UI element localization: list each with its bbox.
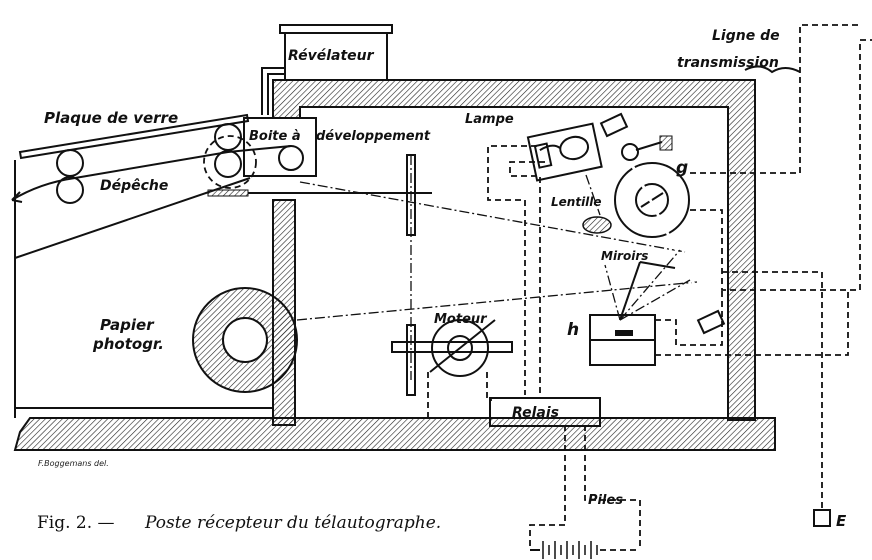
developing-box [243,117,317,177]
drive-shaft [406,154,416,396]
label-papier-1: Papier [100,316,155,334]
lens [582,174,612,234]
label-depeche: Dépêche [100,178,168,194]
lamp [487,122,603,398]
relay-box [489,397,601,427]
label-e: E [836,512,847,530]
caption-title: Poste récepteur du télautographe. [144,513,441,533]
label-papier-2: photogr. [92,335,164,353]
ground-line [722,271,831,527]
galvanometer-g [599,24,872,335]
label-h: h [567,320,579,340]
label-relais: Relais [512,405,559,421]
signature: F.Boggemans del. [38,459,109,468]
label-miroirs: Miroirs [601,249,648,263]
label-revelateur: Révélateur [288,48,375,64]
revelateur-tank [261,24,393,115]
light-ray [299,181,686,253]
label-developpement: développement [316,129,431,144]
brace-icon [744,65,801,74]
recording-box-h [589,290,849,366]
label-lampe: Lampe [465,112,514,127]
label-moteur: Moteur [434,312,488,327]
depeche-path [11,145,432,203]
paper-roll [192,281,698,393]
label-ligne-1: Ligne de [712,28,780,44]
label-lentille: Lentille [551,195,602,209]
label-g: g [676,158,688,178]
label-plaque: Plaque de verre [44,109,178,127]
caption-prefix: Fig. 2. — [37,513,115,533]
mirror-rays [604,249,691,321]
battery-piles [529,425,641,559]
base-platform [13,417,776,451]
label-ligne-2: transmission [677,55,779,71]
motor [391,319,513,420]
label-boite: Boite à [249,129,301,144]
label-piles: Piles [588,493,623,508]
glass-plate [18,113,250,160]
